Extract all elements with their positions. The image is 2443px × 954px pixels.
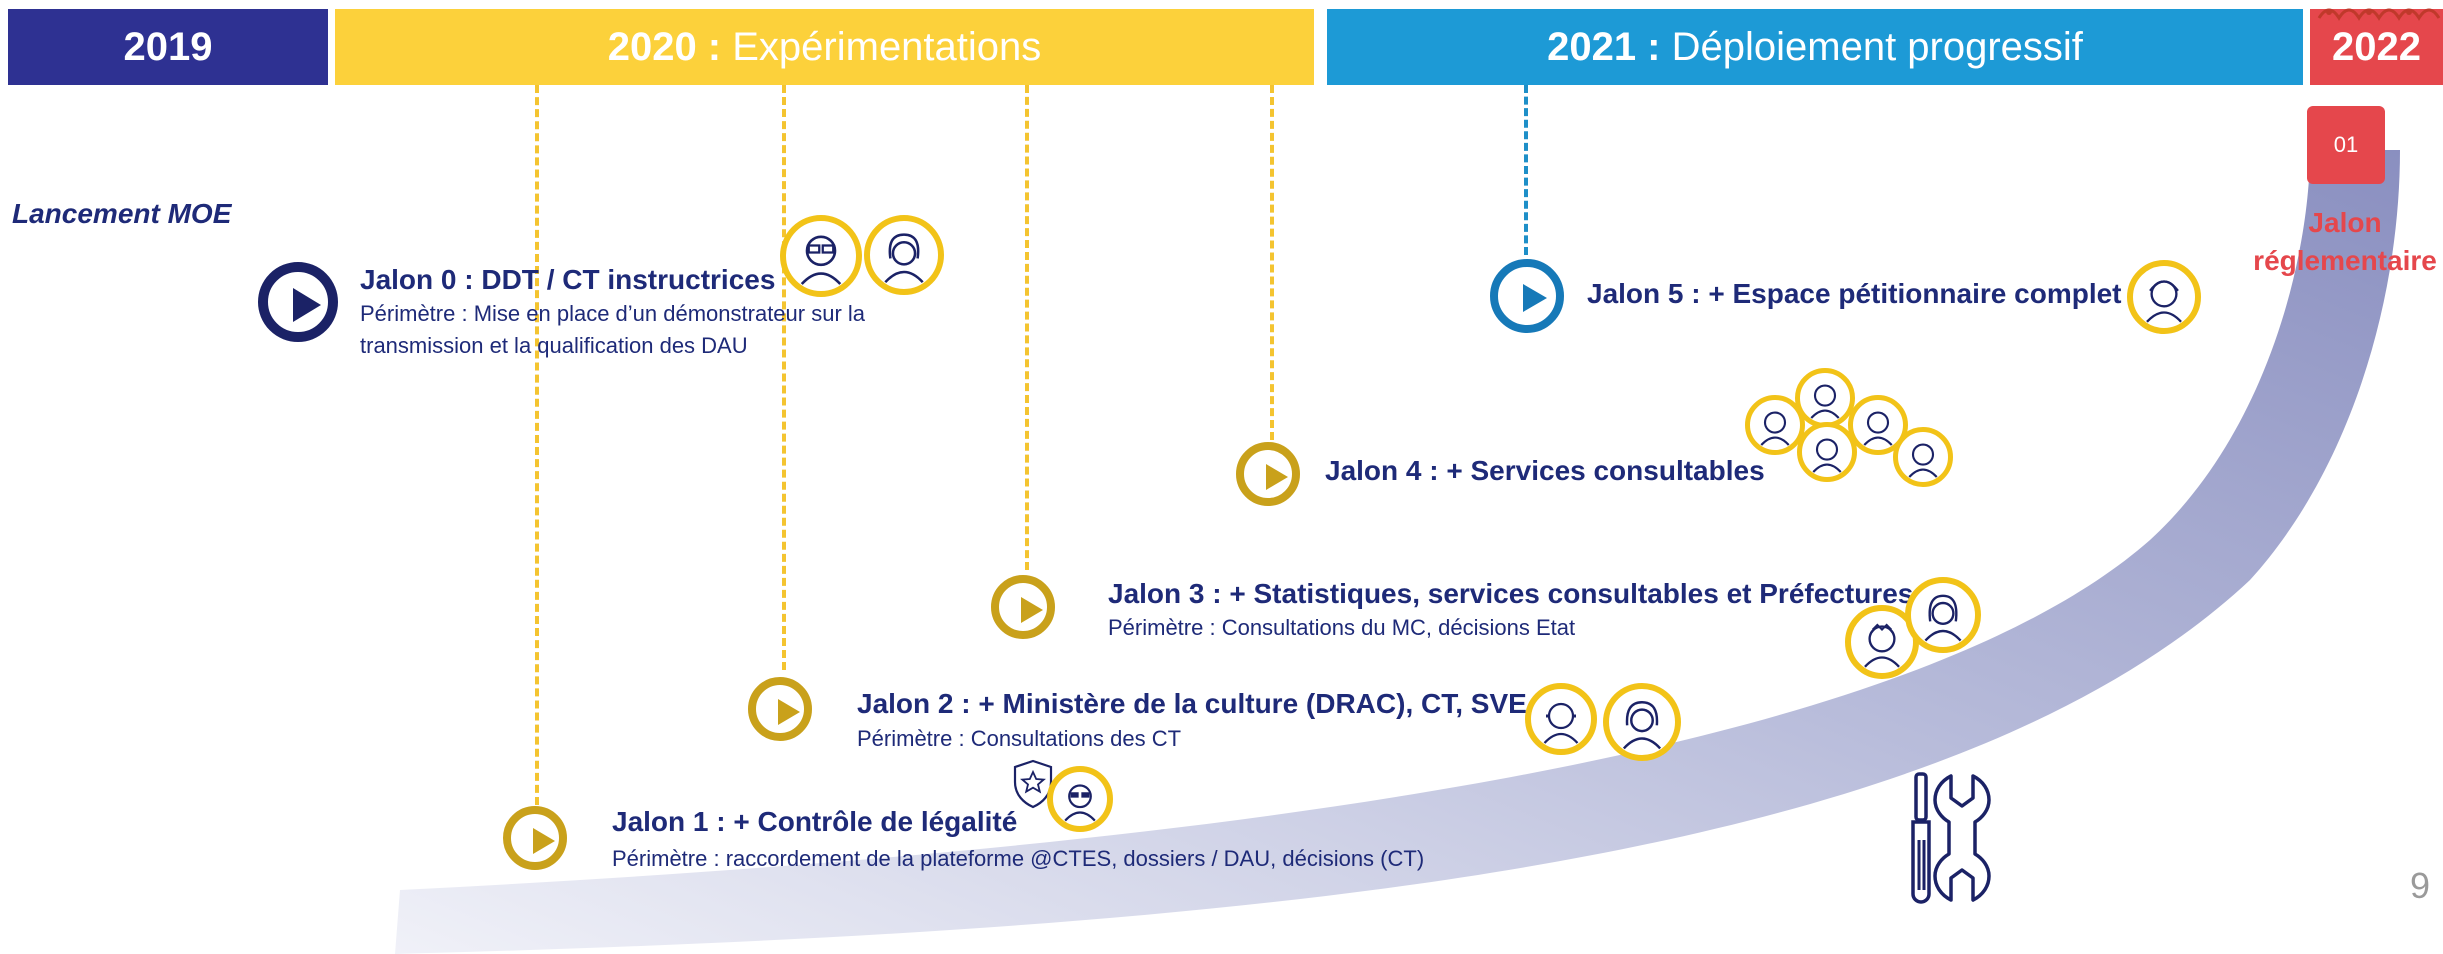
year-2020: 2020 : bbox=[607, 24, 722, 69]
regulatory-badge-number: 01 bbox=[2333, 132, 2359, 157]
person-avatar-icon bbox=[1603, 683, 1681, 761]
milestone-0-description: Périmètre : Mise en place d’un démonstra… bbox=[360, 301, 866, 358]
person-avatar-icon bbox=[1745, 395, 1805, 455]
milestone-3-description: Périmètre : Consultations du MC, décisio… bbox=[1108, 615, 1576, 640]
milestone-1-title: Jalon 1 : + Contrôle de légalité bbox=[612, 806, 1018, 837]
milestone-2-title: Jalon 2 : + Ministère de la culture (DRA… bbox=[857, 688, 1527, 719]
milestone-1-description: Périmètre : raccordement de la plateform… bbox=[612, 846, 1425, 871]
milestone-3-guide bbox=[1025, 85, 1029, 570]
person-avatar-icon bbox=[1525, 683, 1597, 755]
page-number: 9 bbox=[2409, 865, 2430, 906]
year-2022: 2022 bbox=[2332, 24, 2421, 69]
milestone-4-guide bbox=[1270, 85, 1274, 440]
milestone-1-guide bbox=[535, 85, 539, 805]
person-avatar-icon bbox=[1047, 766, 1113, 832]
person-avatar-icon bbox=[864, 215, 944, 295]
header-2020: 2020 : Expérimentations bbox=[335, 9, 1314, 85]
milestone-5-title: Jalon 5 : + Espace pétitionnaire complet bbox=[1587, 278, 2122, 309]
milestone-2-play-icon[interactable] bbox=[748, 677, 812, 741]
milestone-3-title: Jalon 3 : + Statistiques, services consu… bbox=[1108, 578, 1914, 609]
person-avatar-icon bbox=[1797, 422, 1857, 482]
year-2019: 2019 bbox=[123, 24, 213, 69]
milestone-5-play-icon[interactable] bbox=[1490, 259, 1564, 333]
regulatory-badge: 01 bbox=[2307, 106, 2385, 184]
milestone-4-play-icon[interactable] bbox=[1236, 442, 1300, 506]
milestone-0-title: Jalon 0 : DDT / CT instructrices bbox=[360, 264, 776, 295]
header-2022: 2022 bbox=[2310, 9, 2443, 85]
milestone-1-play-icon[interactable] bbox=[503, 806, 567, 870]
milestone-0-play-icon[interactable] bbox=[258, 262, 338, 342]
year-2021: 2021 : bbox=[1547, 24, 1661, 69]
regulatory-milestone-label: Jalon réglementaire bbox=[2253, 207, 2437, 276]
milestone-4-title: Jalon 4 : + Services consultables bbox=[1325, 455, 1765, 486]
tools-icon bbox=[1911, 772, 1991, 904]
launch-label: Lancement MOE bbox=[12, 198, 232, 229]
header-2021: 2021 : Déploiement progressif bbox=[1327, 9, 2303, 85]
phase-2021-label: Déploiement progressif bbox=[1660, 24, 2083, 69]
person-avatar-icon bbox=[1893, 427, 1953, 487]
milestone-5-guide bbox=[1524, 85, 1528, 255]
milestone-2-guide bbox=[782, 85, 786, 670]
milestone-2-description: Périmètre : Consultations des CT bbox=[857, 726, 1182, 751]
person-avatar-icon bbox=[2127, 260, 2201, 334]
person-avatar-icon bbox=[1905, 577, 1981, 653]
milestone-3-play-icon[interactable] bbox=[991, 575, 1055, 639]
person-avatar-icon bbox=[1795, 368, 1855, 428]
phase-2020-label: Expérimentations bbox=[721, 24, 1042, 69]
header-2019: 2019 bbox=[8, 9, 328, 85]
person-avatar-icon bbox=[780, 215, 862, 297]
lace-decoration-icon bbox=[2317, 8, 2441, 21]
